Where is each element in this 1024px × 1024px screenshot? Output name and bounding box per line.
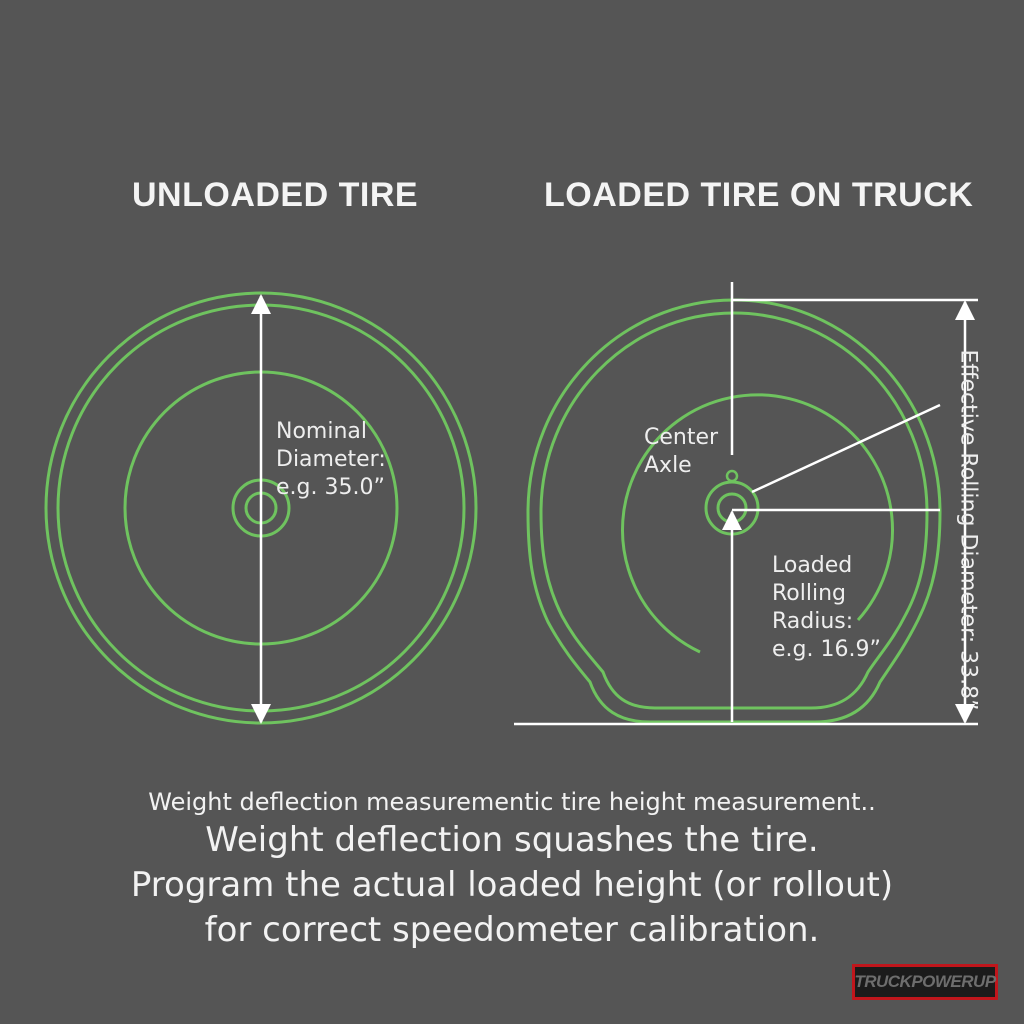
label-nominal-line-2: Diameter:: [276, 447, 386, 472]
label-center-line-2: Axle: [644, 453, 692, 478]
loaded-tire: [526, 298, 942, 724]
leader-line: [751, 403, 941, 494]
label-effective-rolling-diameter: Effective Rolling Diameter: 33.8”: [955, 349, 981, 711]
heading-loaded-tire: LOADED TIRE ON TRUCK: [544, 176, 974, 214]
label-center-axle: Center Axle: [644, 424, 718, 480]
label-nominal-line-3: e.g. 35.0”: [276, 475, 385, 500]
label-center-line-1: Center: [644, 425, 719, 450]
loaded-tire-outer: [526, 298, 942, 724]
label-loaded-line-1: Loaded: [772, 553, 853, 578]
label-loaded-rolling-radius: Loaded Rolling Radius: e.g. 16.9”: [772, 552, 881, 664]
valve-stem: [725, 469, 739, 483]
brand-logo: TRUCKPOWERUP: [852, 964, 998, 1000]
loaded-tire-rim: [621, 393, 894, 654]
label-loaded-line-4: e.g. 16.9”: [772, 637, 881, 662]
caption-line-3: for correct speedometer calibration.: [204, 910, 820, 950]
label-nominal-diameter: Nominal Diameter: e.g. 35.0”: [276, 418, 386, 502]
loaded-tire-tread-line: [539, 311, 929, 710]
label-nominal-line-1: Nominal: [276, 419, 367, 444]
caption-line-2: Program the actual loaded height (or rol…: [130, 865, 894, 905]
caption-small: Weight deflection measurementic tire hei…: [148, 788, 876, 816]
label-loaded-line-3: Radius:: [772, 609, 854, 634]
label-loaded-line-2: Rolling: [772, 581, 847, 606]
caption-line-1: Weight deflection squashes the tire.: [205, 820, 819, 860]
loaded-dimension-lines: [514, 282, 978, 726]
heading-unloaded-tire: UNLOADED TIRE: [132, 176, 419, 214]
